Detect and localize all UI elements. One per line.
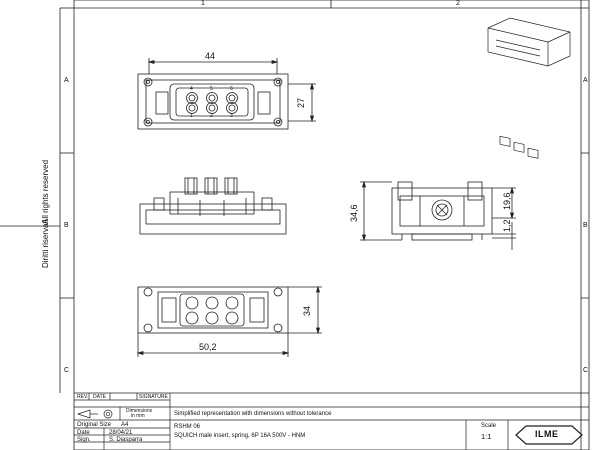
isometric-preview xyxy=(487,17,571,159)
dim-bottom-width: 50,2 xyxy=(199,342,217,352)
signature-header: SIGNATURE xyxy=(139,394,168,400)
part-description: SQUICH male insert, spring, 6P 16A 500V … xyxy=(174,433,306,439)
date-label: Date xyxy=(77,430,90,436)
side-note-diritti: Diritti riservati xyxy=(41,219,50,268)
side-view xyxy=(360,180,516,250)
elevation-view xyxy=(139,177,287,235)
title-block xyxy=(74,392,589,450)
contact-label-2: 2 xyxy=(210,113,213,119)
contact-label-4: 4 xyxy=(190,86,193,92)
row-label-b-right: B xyxy=(583,222,588,229)
date-value: 28/04/21 xyxy=(109,430,133,436)
dim-front-height: 27 xyxy=(296,97,306,108)
original-size-label: Original Size xyxy=(77,422,112,428)
contact-label-5: 5 xyxy=(210,86,213,92)
column-label-2: 2 xyxy=(456,0,460,7)
scale-value: 1:1 xyxy=(481,432,492,441)
contact-label-3: 3 xyxy=(230,113,233,119)
scale-label: Scale xyxy=(481,423,497,429)
sign-label: Sign. xyxy=(77,437,91,443)
side-note-rights: All rights reserved xyxy=(41,159,50,224)
row-label-a: A xyxy=(64,77,69,84)
contact-label-1: 1 xyxy=(190,113,193,119)
signer-name: S. Diasparra xyxy=(109,437,143,443)
ilme-logo xyxy=(515,425,583,445)
rev-header: REV. xyxy=(77,394,89,400)
part-code: RSHM 06 xyxy=(174,424,201,430)
contact-label-6: 6 xyxy=(230,86,233,92)
dim-bottom-height: 34 xyxy=(302,305,312,316)
date-header: DATE xyxy=(93,394,106,400)
dim-side-upper: 19,6 xyxy=(502,192,512,210)
logo-text: ILME xyxy=(535,429,559,439)
dimensions-unit: in mm xyxy=(131,413,145,419)
column-label-1: 1 xyxy=(201,0,205,7)
row-label-a-right: A xyxy=(583,77,588,84)
row-label-c: C xyxy=(64,367,70,374)
bottom-view xyxy=(136,285,322,357)
row-label-b: B xyxy=(64,222,69,229)
original-size-value: A4 xyxy=(121,422,129,428)
dim-side-lower: 1,2 xyxy=(502,219,512,232)
front-view xyxy=(137,58,316,130)
frame-border xyxy=(73,0,590,450)
drawing-note: Simplified representation with dimension… xyxy=(174,411,332,417)
dim-side-height: 34,6 xyxy=(349,204,359,222)
row-label-c-right: C xyxy=(583,367,589,374)
dim-front-width: 44 xyxy=(205,51,216,61)
dimensions-unit-label: Dimensions xyxy=(126,408,153,414)
projection-symbol-icon xyxy=(76,409,113,419)
